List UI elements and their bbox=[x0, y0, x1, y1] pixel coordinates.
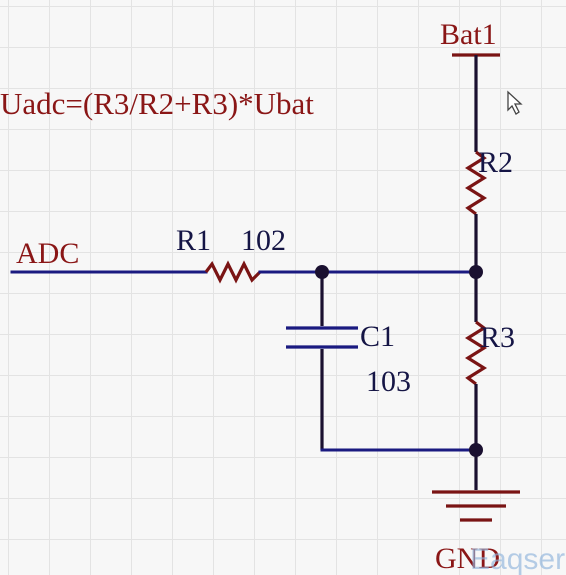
junction-dot-c1 bbox=[315, 265, 329, 279]
r2-ref-label: R2 bbox=[478, 146, 513, 179]
r3-ref-label: R3 bbox=[480, 321, 515, 354]
formula-text: Uadc=(R3/R2+R3)*Ubat bbox=[0, 86, 314, 121]
r1-value-label: 102 bbox=[241, 224, 286, 257]
resistor-r1 bbox=[204, 260, 262, 284]
resistor-r3 bbox=[464, 320, 488, 386]
net-label-bat1: Bat1 bbox=[440, 18, 497, 51]
mouse-pointer-icon bbox=[507, 90, 523, 115]
watermark-text: Eaqser bbox=[470, 543, 565, 575]
net-label-gnd: GND bbox=[435, 542, 500, 575]
junction-dot-r2-r3 bbox=[469, 265, 483, 279]
c1-value-label: 103 bbox=[366, 365, 411, 398]
r1-ref-label: R1 bbox=[176, 224, 211, 257]
c1-ref-label: C1 bbox=[360, 320, 395, 353]
net-label-adc: ADC bbox=[16, 237, 79, 270]
junction-dot-gnd bbox=[469, 443, 483, 457]
resistor-r2 bbox=[464, 150, 488, 216]
